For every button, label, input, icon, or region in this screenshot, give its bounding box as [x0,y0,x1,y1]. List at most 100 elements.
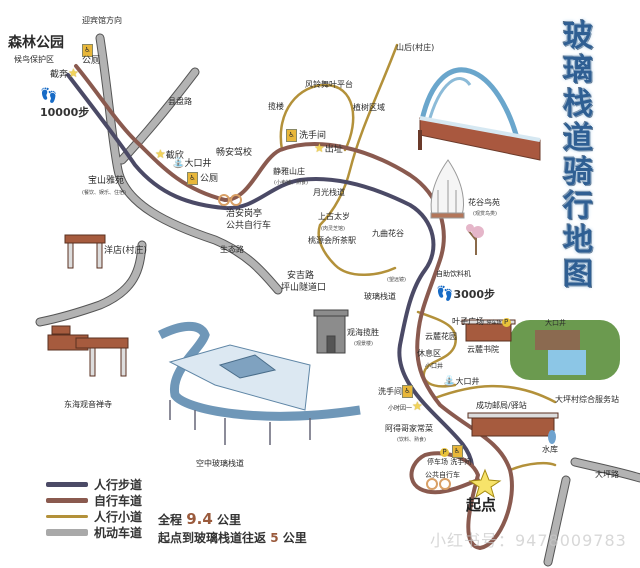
label-xiaohu: 小时因一★ [388,399,423,413]
well-icon: ⛲ [443,376,456,387]
label-text: 截欣 [165,151,184,161]
start-star-icon [468,468,502,499]
toilet-icon: ♿ [402,385,413,398]
label-big-well-2: ⛲大口井 [443,376,479,387]
info-text: 公里 [216,513,241,527]
label-text: 洗手间 [299,131,327,141]
academy-building-illustration [461,319,516,342]
label-huagu-bird: 花谷鸟苑 [468,198,500,207]
temple-illustration [47,325,129,377]
well-icon: ⛲ [172,158,185,169]
label-checkin-2: ★截欣 [155,147,184,162]
parking-icon: P [501,318,511,327]
label-text: 停车场 [486,320,502,326]
birdcage-illustration [430,159,465,219]
toilet-icon: ♿ [286,129,297,142]
label-text: 截奔 [50,70,69,80]
label-shanggu-sub: (肉灵芝馆) [321,226,345,232]
label-yunlu-academy: 云麓书院 [467,345,499,354]
label-guanhai-sub: (观景楼) [354,341,373,347]
blossom-tree-illustration [466,224,484,255]
star-icon: ★ [412,399,423,413]
label-text: 10000步 [40,106,90,119]
waterfall-illustration [510,320,620,380]
bicycle-icon [426,478,451,490]
label-glass-walkway: 玻璃栈道 [364,292,396,301]
label-shanggu: 上古太岁 [318,212,350,221]
label-text: 出址 [324,145,343,155]
bicycle-icon [218,194,242,206]
legend-label: 自行车道 [94,493,143,508]
star-icon: ★ [68,66,79,80]
info-text: 全程 [158,513,183,527]
label-post-office: 成功邮局/驿站 [476,401,527,410]
info-text: 公里 [282,531,307,545]
info-text: 起点到玻璃栈道往返 [158,531,267,545]
label-public-bike: 公共自行车 [226,221,272,231]
label-telescope: (望远镜) [387,277,406,283]
total-distance: 全程 9.4 公里 [158,510,241,528]
legend: 人行步道 自行车道 人行小道 机动车道 [46,476,142,540]
star-icon: ★ [155,147,166,161]
roundtrip-distance: 起点到玻璃栈道往返 5 公里 [158,529,307,546]
label-pingshan-tunnel: 坪山隧道口 [281,283,327,293]
label-public-bike-2: 公共自行车 [425,471,460,479]
label-road: 县盘路 [168,97,192,106]
legend-label: 人行步道 [94,477,143,492]
label-jingya-sub: (小卖铺、熟食) [274,180,308,186]
label-text: 大口井 [184,159,212,169]
label-text: 公厕 [82,56,101,66]
title-char: 玻 [563,19,593,54]
label-washroom-2: 洗手间♿ [378,385,415,398]
label-text: 小时因一 [388,405,413,412]
label-start: 起点 [466,496,497,514]
label-fengling: 风铃舞叶平台 [305,80,353,89]
label-vending: 自助饮料机 [436,270,471,278]
label-temple: 东海观音禅寺 [64,400,112,409]
legend-swatch [46,497,88,503]
label-big-well: ⛲大口井 [172,158,211,170]
label-sky-walkway: 空中玻璃栈道 [196,459,244,468]
steps-3000: 👣3000步 [436,286,495,302]
label-bike-station: 治安岗亭 [226,209,263,219]
label-lanlou: 揽楼 [268,102,284,111]
legend-item-motor: 机动车道 [46,524,142,540]
footprints-icon: 👣 [40,88,58,104]
label-taoyuan: 桃源会所茶駅 [308,236,356,245]
legend-label: 人行小道 [94,509,143,524]
toilet-icon: ♿ [187,172,198,185]
legend-swatch [46,528,88,536]
title-char: 栈 [563,87,593,122]
label-washroom: ♿洗手间 [286,129,326,142]
map-title: 玻 璃 栈 道 骑 行 地 图 [558,20,598,292]
label-bird-reserve: 候鸟保护区 [14,55,54,64]
label-adege: 阿得哥家常菜 [385,424,433,433]
sky-walkway-illustration [157,321,361,445]
label-toilet: ♿公厕 [82,44,100,67]
label-text: 3000步 [453,288,496,301]
label-eco-road: 生态路 [220,245,244,254]
label-daping-road: 大坪路 [595,470,619,479]
label-text: 叶子广场 [452,317,484,326]
footprints-icon: 👣 [436,286,454,302]
label-planting: 植树区域 [353,103,385,112]
label-baoshan: 宝山雅苑 [88,176,125,186]
label-small-well: 小口井 [425,363,444,370]
label-baoshan-sub: (餐饮、娱乐、住宿) [82,190,126,196]
watermark: 小红书号：9478009783 [430,531,627,550]
legend-item-pedestrian: 人行步道 [46,476,142,492]
label-anji-road: 安吉路 [287,271,315,281]
label-driving-school: 畅安驾校 [216,148,253,158]
reservoir-icon [548,430,556,444]
label-big-well-3: 大口井 [545,319,566,327]
title-char: 璃 [563,53,593,88]
gate-illustration [64,234,106,269]
star-icon: ★ [314,141,325,155]
label-checkin: 截奔★ [50,66,79,81]
label-rest-area: 休息区 [417,349,441,358]
legend-label: 机动车道 [94,525,143,540]
label-toilet-2: ♿公厕 [187,172,218,185]
label-parking-wash: 停车场 洗手间 [427,458,472,466]
